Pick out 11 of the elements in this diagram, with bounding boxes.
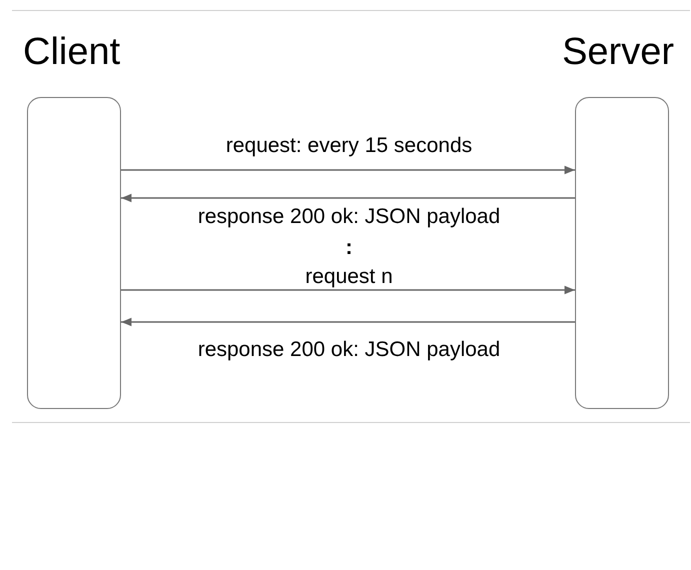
arrow — [121, 166, 575, 174]
edge-label: response 200 ok: JSON payload — [198, 338, 500, 362]
participant-name: Client — [23, 30, 120, 75]
participant-name: Server — [562, 30, 674, 75]
edge-label: request: every 15 seconds — [226, 134, 472, 158]
ellipsis-mark: : — [346, 236, 352, 260]
arrow — [121, 194, 575, 202]
edge-label: request n — [305, 265, 393, 289]
arrow — [121, 286, 575, 294]
edge-label: response 200 ok: JSON payload — [198, 205, 500, 229]
arrow — [121, 318, 575, 326]
